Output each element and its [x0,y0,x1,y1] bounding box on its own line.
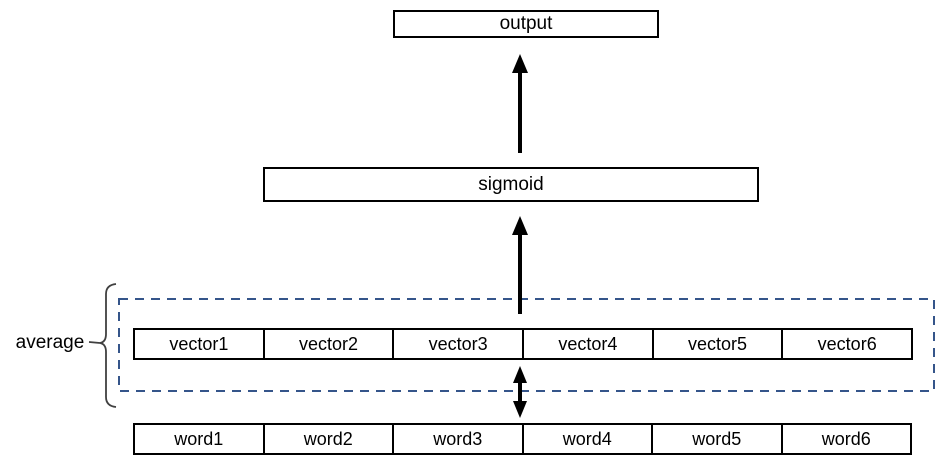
arrow-vectors-to-sigmoid-icon [512,216,528,314]
arrow-words-vectors-double-icon [513,366,527,418]
vector-cell: vector5 [651,330,782,358]
output-label: output [499,13,553,34]
sigmoid-label: sigmoid [478,173,544,195]
vector-cell: vector6 [781,330,911,358]
word-cell: word4 [521,425,652,453]
word-cell: word2 [262,425,393,453]
vector-cell: vector2 [262,330,393,358]
vector-cell: vector4 [522,330,652,358]
vector-cell: vector1 [169,333,229,354]
average-label: average [15,332,85,353]
word-cell: word3 [392,425,522,453]
word-cell: word6 [780,425,911,453]
word-cell: word1 [174,428,224,449]
vector-row: vector1 vector2 vector3 vector4 vector5 … [133,328,913,360]
word-cell: word5 [651,425,781,453]
sigmoid-box: sigmoid [263,167,759,202]
output-box: output [393,10,659,38]
arrow-sigmoid-to-output-icon [512,54,528,153]
vector-cell: vector3 [392,330,522,358]
word-row: word1 word2 word3 word4 word5 word6 [133,423,912,455]
